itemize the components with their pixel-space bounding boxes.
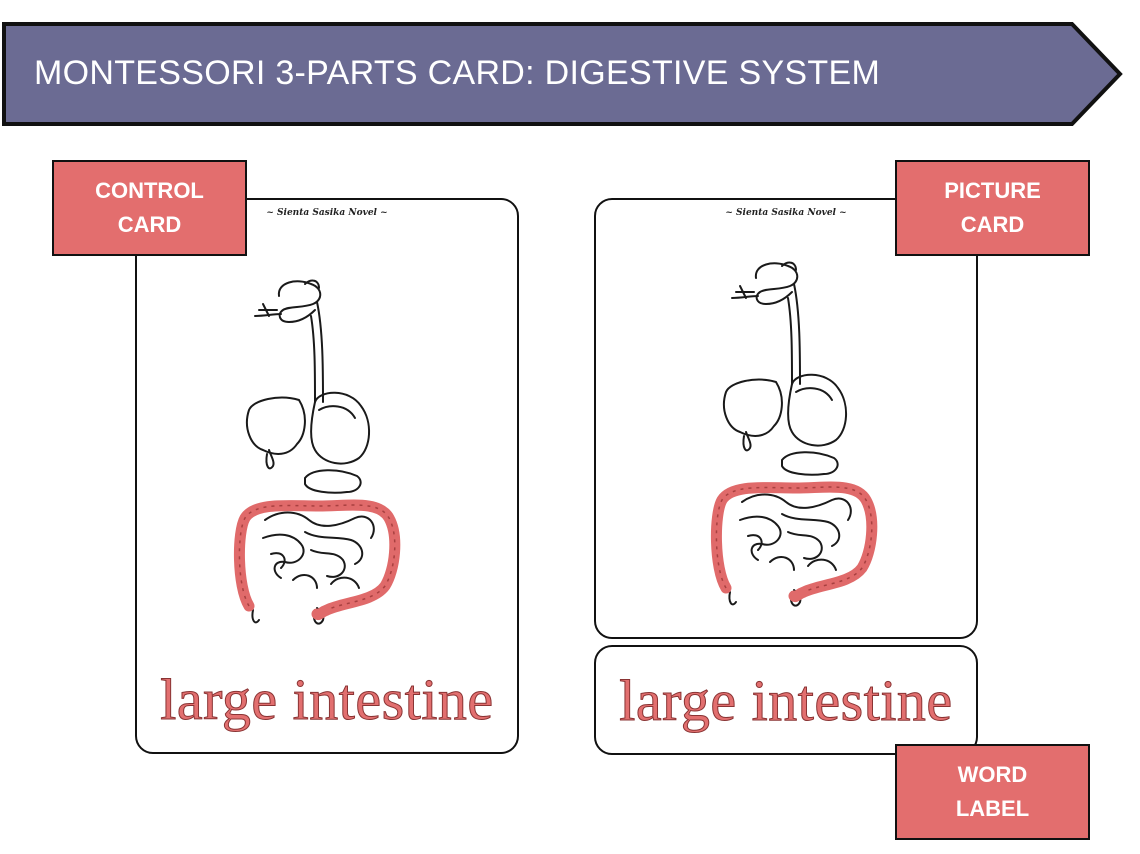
picture-card-tag: PICTURE CARD (895, 160, 1090, 256)
word-label-card: large intestine (594, 645, 978, 755)
tag-line: CARD (960, 212, 1025, 237)
tag-line: PICTURE (944, 178, 1041, 203)
tag-line: WORD (957, 762, 1028, 787)
word-label-tag: WORD LABEL (895, 744, 1090, 840)
tag-line: CONTROL (95, 178, 204, 203)
control-card-tag: CONTROL CARD (52, 160, 247, 256)
control-card: ~ Sienta Sasika Novel ~ (135, 198, 519, 754)
page-title: MONTESSORI 3-PARTS CARD: DIGESTIVE SYSTE… (34, 54, 881, 92)
card-credit: ~ Sienta Sasika Novel ~ (266, 208, 388, 218)
title-banner: MONTESSORI 3-PARTS CARD: DIGESTIVE SYSTE… (0, 18, 1130, 130)
banner-arrow-shape (2, 22, 1123, 126)
card-credit: ~ Sienta Sasika Novel ~ (725, 208, 847, 218)
word-label-text: large intestine (619, 668, 953, 734)
digestive-system-illustration (233, 279, 401, 625)
picture-card: ~ Sienta Sasika Novel ~ (594, 198, 978, 639)
digestive-system-illustration (710, 261, 878, 607)
tag-line: CARD (117, 212, 182, 237)
tag-line: LABEL (955, 796, 1030, 821)
word-label-text: large intestine (160, 667, 494, 733)
